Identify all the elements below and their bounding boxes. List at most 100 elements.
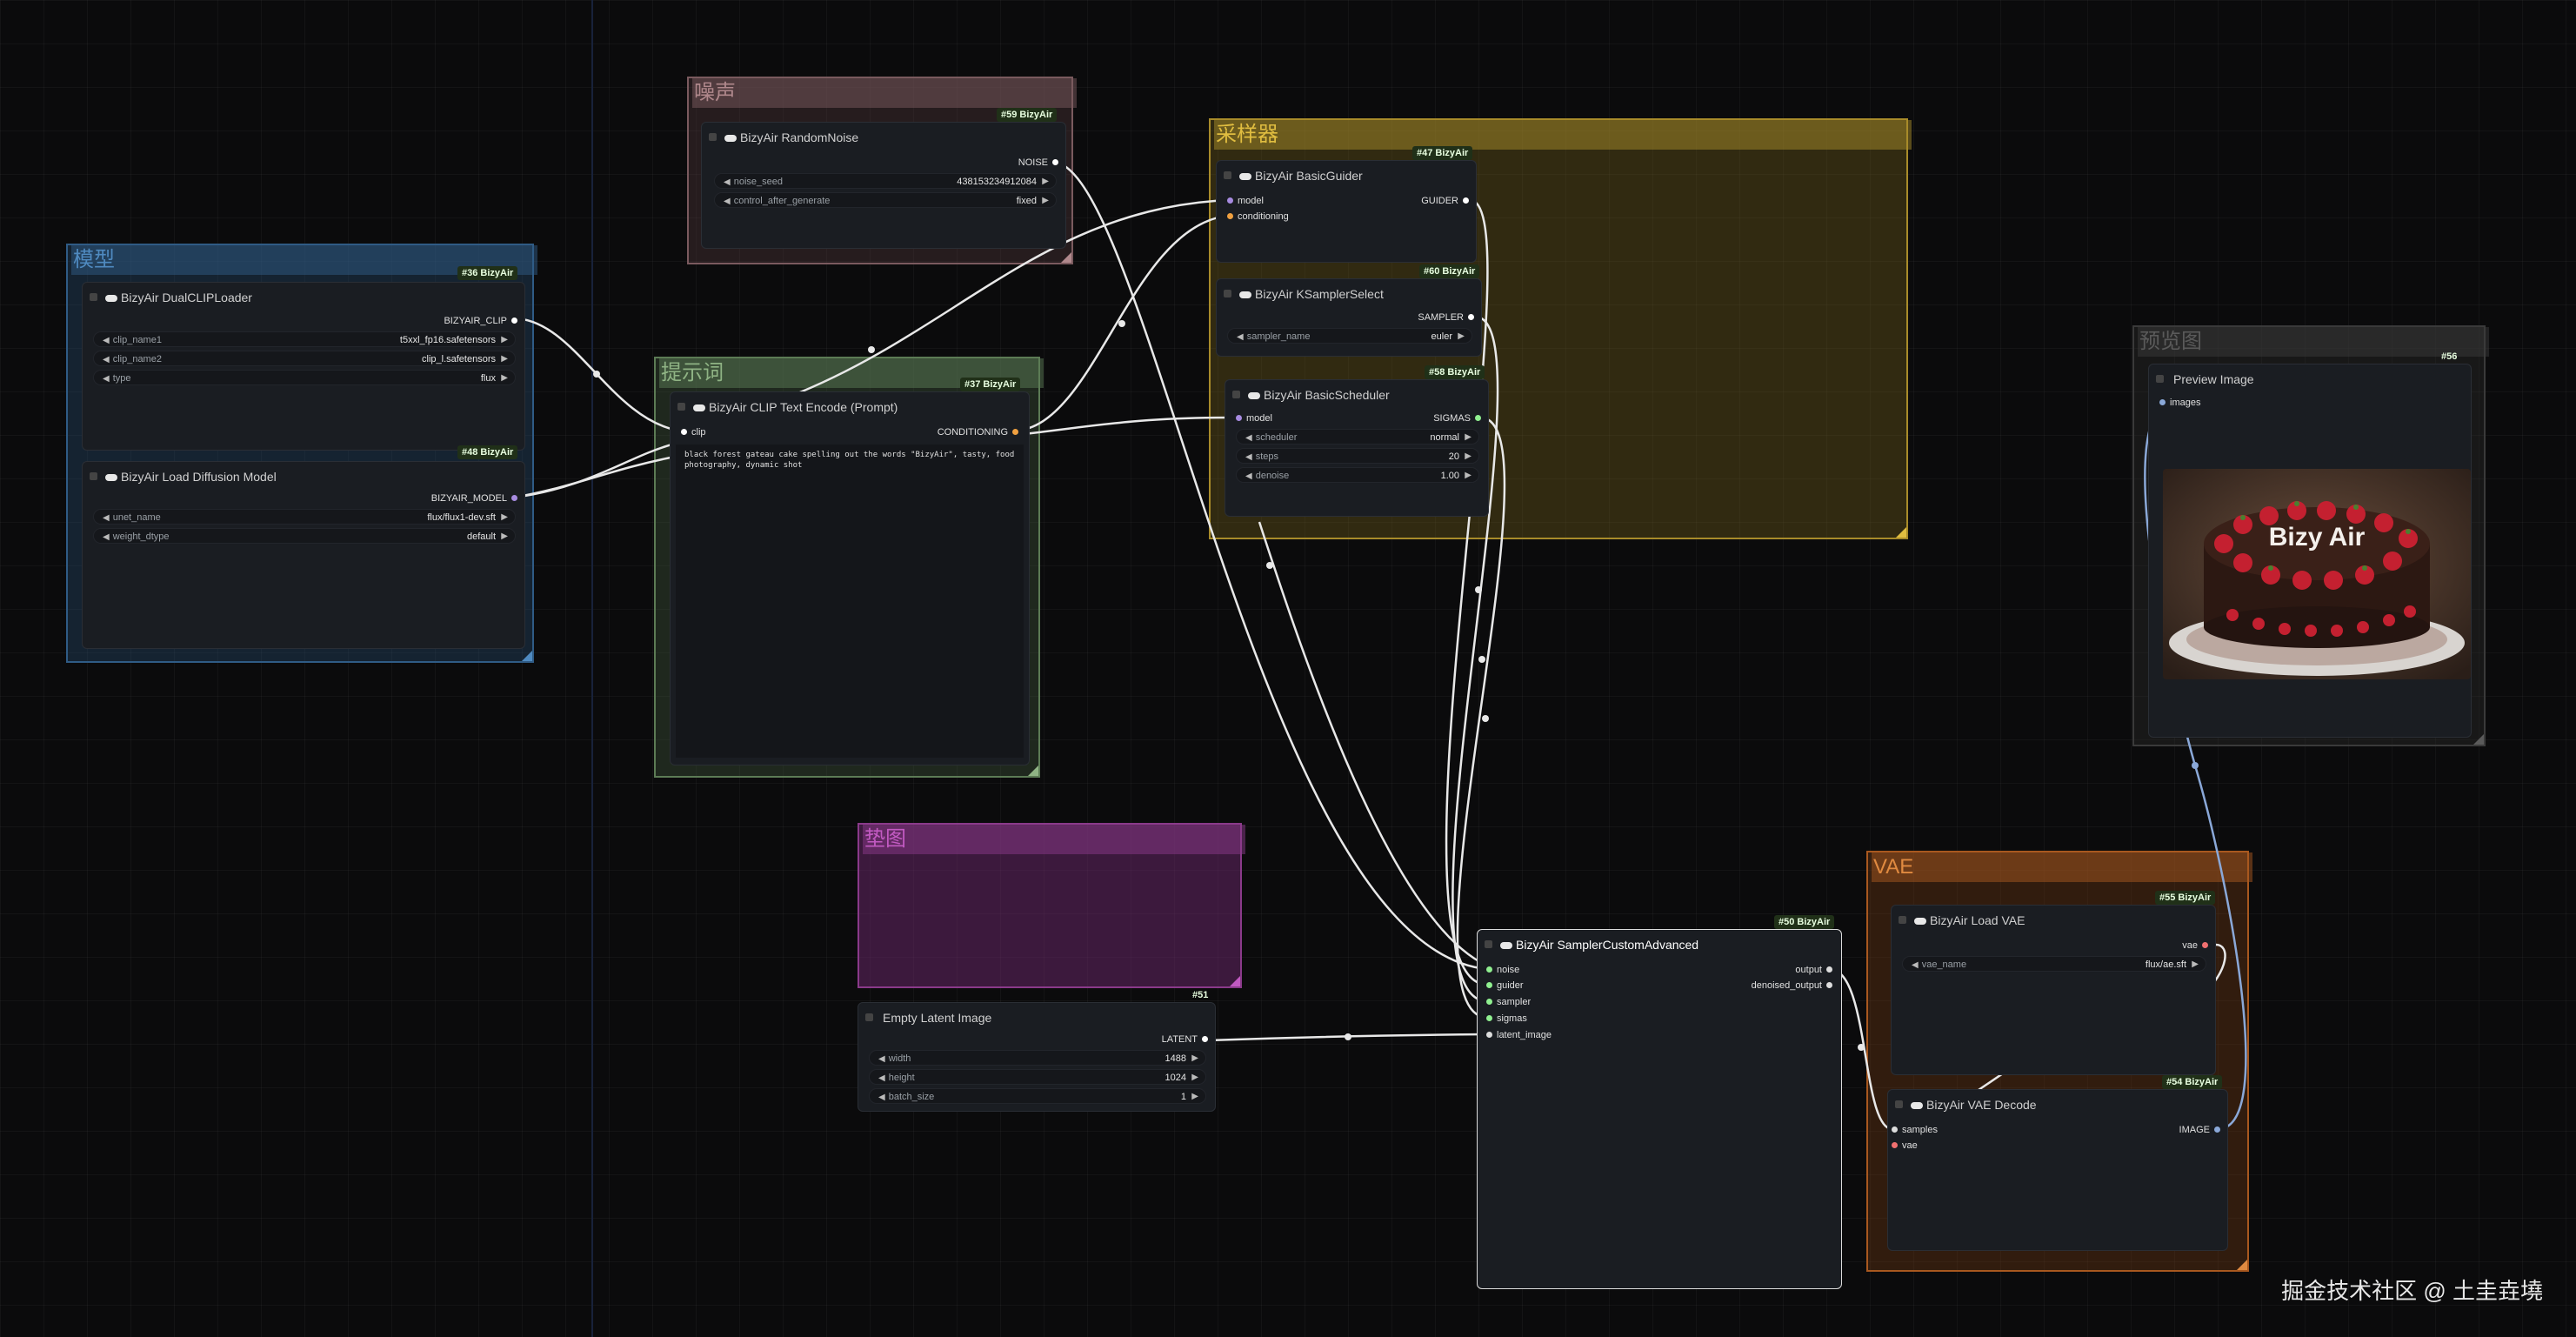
input-guider[interactable]: guider bbox=[1486, 979, 1524, 993]
port-dot[interactable] bbox=[1468, 314, 1474, 320]
output-noise[interactable]: NOISE bbox=[1018, 156, 1058, 170]
input-images[interactable]: images bbox=[2159, 396, 2200, 410]
collapse-dot[interactable] bbox=[865, 1013, 873, 1021]
port-dot[interactable] bbox=[2214, 1126, 2220, 1133]
node-load-vae[interactable]: BizyAir Load VAE vae vae_nameflux/ae.sft… bbox=[1891, 905, 2216, 1075]
arrow-right-icon[interactable]: ▶ bbox=[1465, 451, 1472, 461]
input-sigmas[interactable]: sigmas bbox=[1486, 1012, 1527, 1026]
collapse-dot[interactable] bbox=[1232, 391, 1240, 398]
node-random-noise[interactable]: BizyAir RandomNoise NOISE noise_seed4381… bbox=[701, 122, 1066, 249]
output-latent[interactable]: LATENT bbox=[1162, 1033, 1208, 1046]
node-ksampler-select[interactable]: BizyAir KSamplerSelect SAMPLER sampler_n… bbox=[1216, 278, 1482, 357]
node-title[interactable]: BizyAir DualCLIPLoader bbox=[83, 283, 524, 312]
node-title[interactable]: Preview Image bbox=[2149, 364, 2471, 394]
output-output[interactable]: output bbox=[1795, 963, 1832, 977]
output-image[interactable]: IMAGE bbox=[2179, 1123, 2220, 1137]
node-title[interactable]: BizyAir BasicScheduler bbox=[1225, 380, 1488, 410]
arrow-right-icon[interactable]: ▶ bbox=[1458, 331, 1465, 341]
port-dot[interactable] bbox=[1826, 966, 1832, 973]
node-title[interactable]: Empty Latent Image bbox=[858, 1003, 1215, 1033]
arrow-right-icon[interactable]: ▶ bbox=[501, 354, 508, 364]
arrow-right-icon[interactable]: ▶ bbox=[1042, 196, 1049, 205]
node-basic-guider[interactable]: BizyAir BasicGuider model conditioning G… bbox=[1216, 160, 1477, 263]
collapse-dot[interactable] bbox=[1224, 171, 1231, 179]
port-dot[interactable] bbox=[511, 318, 517, 324]
input-noise[interactable]: noise bbox=[1486, 963, 1519, 977]
node-preview-image[interactable]: Preview Image images bbox=[2148, 364, 2472, 738]
port-dot[interactable] bbox=[1486, 1015, 1492, 1021]
arrow-right-icon[interactable]: ▶ bbox=[1465, 471, 1472, 480]
port-dot[interactable] bbox=[1202, 1036, 1208, 1042]
port-dot[interactable] bbox=[2159, 399, 2166, 405]
input-latent-image[interactable]: latent_image bbox=[1486, 1028, 1552, 1042]
output-sigmas[interactable]: SIGMAS bbox=[1433, 411, 1481, 425]
arrow-right-icon[interactable]: ▶ bbox=[1191, 1073, 1198, 1082]
output-conditioning[interactable]: CONDITIONING bbox=[938, 425, 1018, 439]
port-dot[interactable] bbox=[1236, 415, 1242, 421]
arrow-right-icon[interactable]: ▶ bbox=[1465, 432, 1472, 442]
arrow-right-icon[interactable]: ▶ bbox=[1191, 1053, 1198, 1063]
collapse-dot[interactable] bbox=[1224, 290, 1231, 297]
collapse-dot[interactable] bbox=[90, 293, 97, 301]
node-title[interactable]: BizyAir CLIP Text Encode (Prompt) bbox=[671, 392, 1029, 422]
collapse-dot[interactable] bbox=[1485, 940, 1492, 948]
arrow-right-icon[interactable]: ▶ bbox=[2192, 959, 2199, 969]
input-sampler[interactable]: sampler bbox=[1486, 995, 1531, 1009]
node-basic-scheduler[interactable]: BizyAir BasicScheduler model SIGMAS sche… bbox=[1225, 379, 1489, 517]
port-dot[interactable] bbox=[511, 495, 517, 501]
collapse-dot[interactable] bbox=[709, 133, 717, 141]
input-clip[interactable]: clip bbox=[681, 425, 706, 439]
node-sampler-custom-advanced[interactable]: BizyAir SamplerCustomAdvanced noise guid… bbox=[1477, 929, 1842, 1289]
input-model[interactable]: model bbox=[1236, 411, 1272, 425]
arrow-right-icon[interactable]: ▶ bbox=[501, 512, 508, 522]
collapse-dot[interactable] bbox=[2156, 375, 2164, 383]
port-dot[interactable] bbox=[2202, 942, 2208, 948]
resize-handle[interactable] bbox=[522, 651, 532, 661]
port-dot[interactable] bbox=[1486, 1032, 1492, 1038]
node-title[interactable]: BizyAir BasicGuider bbox=[1217, 161, 1476, 191]
collapse-dot[interactable] bbox=[677, 403, 685, 411]
port-dot[interactable] bbox=[1052, 159, 1058, 165]
port-dot[interactable] bbox=[681, 429, 687, 435]
resize-handle[interactable] bbox=[2473, 734, 2484, 745]
arrow-right-icon[interactable]: ▶ bbox=[1042, 177, 1049, 186]
output-sampler[interactable]: SAMPLER bbox=[1418, 311, 1474, 324]
input-conditioning[interactable]: conditioning bbox=[1227, 210, 1289, 224]
node-clip-text-encode[interactable]: BizyAir CLIP Text Encode (Prompt) clip C… bbox=[670, 391, 1030, 765]
node-vae-decode[interactable]: BizyAir VAE Decode samples vae IMAGE bbox=[1887, 1089, 2228, 1251]
port-dot[interactable] bbox=[1892, 1142, 1898, 1148]
port-dot[interactable] bbox=[1486, 966, 1492, 973]
port-dot[interactable] bbox=[1892, 1126, 1898, 1133]
collapse-dot[interactable] bbox=[90, 472, 97, 480]
port-dot[interactable] bbox=[1227, 197, 1233, 204]
resize-handle[interactable] bbox=[2237, 1260, 2247, 1270]
resize-handle[interactable] bbox=[1028, 765, 1038, 776]
node-title[interactable]: BizyAir KSamplerSelect bbox=[1217, 279, 1481, 309]
preview-image[interactable]: Bizy Air bbox=[2163, 469, 2471, 679]
input-model[interactable]: model bbox=[1227, 194, 1264, 208]
input-samples[interactable]: samples bbox=[1892, 1123, 1938, 1137]
collapse-dot[interactable] bbox=[1895, 1100, 1903, 1108]
arrow-right-icon[interactable]: ▶ bbox=[501, 335, 508, 344]
port-dot[interactable] bbox=[1012, 429, 1018, 435]
node-title[interactable]: BizyAir Load Diffusion Model bbox=[83, 462, 524, 491]
output-vae[interactable]: vae bbox=[2182, 939, 2208, 953]
arrow-right-icon[interactable]: ▶ bbox=[501, 531, 508, 541]
arrow-right-icon[interactable]: ▶ bbox=[1191, 1092, 1198, 1101]
node-title[interactable]: BizyAir Load VAE bbox=[1892, 906, 2215, 935]
output-bizyair-clip[interactable]: BIZYAIR_CLIP bbox=[444, 314, 517, 328]
